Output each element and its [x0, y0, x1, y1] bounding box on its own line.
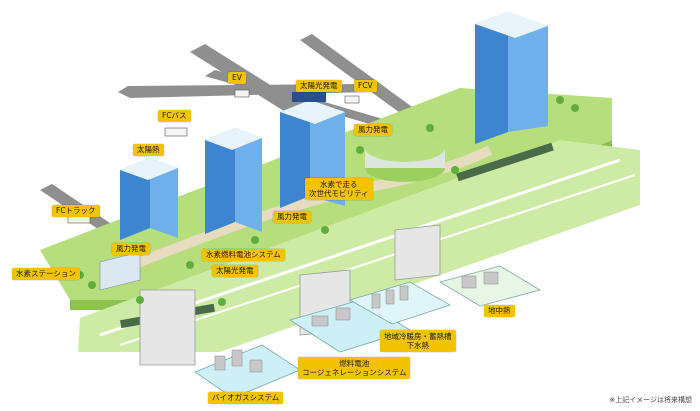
label-mobility: 水素で走る 次世代モビリティ: [305, 178, 373, 200]
label-fcv: FCV: [354, 80, 377, 92]
label-h2-station: 水素ステーション: [12, 268, 80, 280]
green-terrace: [365, 134, 445, 182]
label-solar-low: 太陽光発電: [212, 265, 258, 277]
label-solar-top: 太陽光発電: [296, 80, 342, 92]
label-wind-mid: 風力発電: [273, 211, 311, 223]
label-geothermal: 地中熱: [484, 305, 515, 317]
label-solar-heat: 太陽熱: [133, 144, 164, 156]
label-fc-truck: FCトラック: [52, 205, 100, 217]
facility-equipment: [214, 271, 499, 373]
label-ev: EV: [228, 72, 246, 84]
label-biogas: バイオガスシステム: [208, 392, 284, 404]
label-wind-top: 風力発電: [354, 124, 392, 136]
train-right: [456, 142, 554, 182]
track-band: [78, 140, 640, 352]
label-fc-bus: FCバス: [158, 110, 191, 122]
tower-4: [475, 12, 548, 144]
hydrogen-station: [99, 251, 141, 291]
tower-2: [205, 128, 262, 234]
label-wind-left: 風力発電: [112, 243, 150, 255]
tower-1: [120, 158, 178, 240]
label-cogeneration: 燃料電池 コージェネレーションシステム: [298, 357, 411, 379]
solar-panels: [292, 92, 326, 102]
track-line-2: [119, 174, 636, 346]
label-district: 地域冷暖房・蓄熱槽 下水熱: [380, 330, 456, 352]
footnote: ※上記イメージは将来構想: [609, 396, 692, 404]
label-h2-fuelcell: 水素燃料電池システム: [202, 249, 285, 261]
